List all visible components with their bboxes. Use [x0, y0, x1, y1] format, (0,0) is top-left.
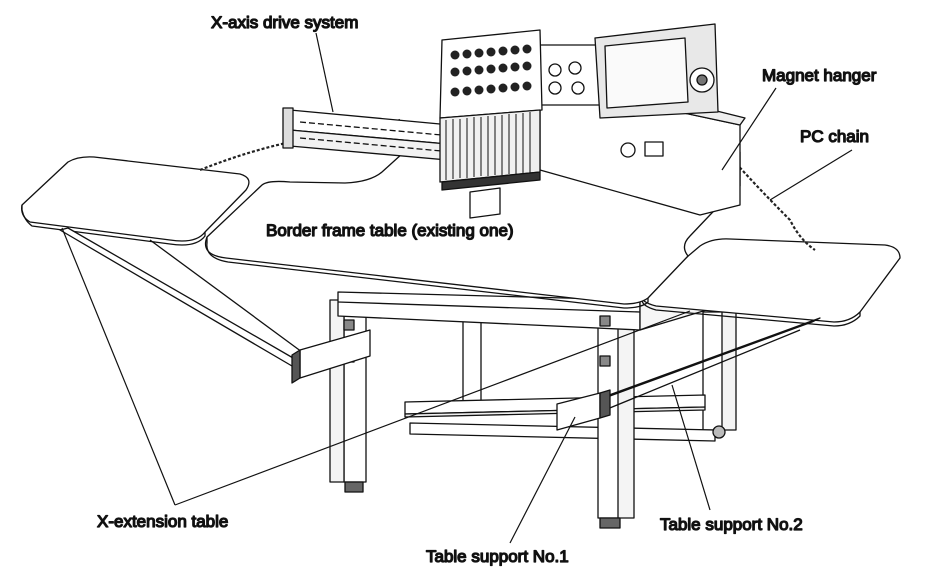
- leader-lines: [61, 32, 853, 544]
- left-extension-table: [21, 156, 371, 384]
- machine-body: [539, 23, 746, 216]
- leader-x-axis-drive: [315, 32, 334, 113]
- label-magnet-hanger: Magnet hanger: [762, 66, 877, 85]
- label-table-support-no1: Table support No.1: [426, 547, 569, 566]
- stand-frame: [329, 274, 741, 529]
- label-x-axis-drive-system: X-axis drive system: [211, 13, 358, 32]
- label-border-frame-table: Border frame table (existing one): [266, 221, 514, 240]
- leader-pc-chain: [769, 149, 853, 201]
- leader-table-support-1: [509, 416, 576, 544]
- leader-x-extension-1: [61, 227, 176, 506]
- label-table-support-no2: Table support No.2: [660, 515, 803, 534]
- label-pc-chain: PC chain: [800, 127, 869, 146]
- label-x-extension-table: X-extension table: [97, 512, 228, 531]
- right-extension-table: [556, 238, 901, 431]
- leader-magnet-hanger: [721, 87, 777, 171]
- sewing-head: [439, 29, 543, 191]
- leader-x-extension-2: [174, 310, 691, 506]
- leader-table-support-2: [671, 384, 711, 511]
